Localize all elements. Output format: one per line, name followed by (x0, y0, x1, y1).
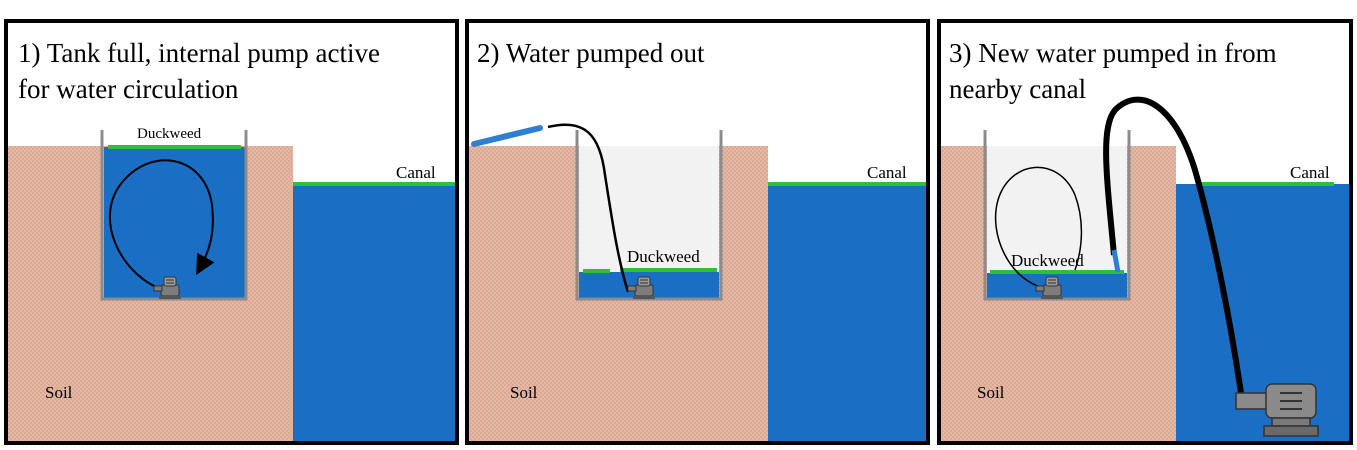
panel-1-canal-water (293, 184, 455, 441)
panel-3-title-line-1: 3) New water pumped in from (949, 38, 1277, 68)
panel-2-duckweed-label: Duckweed (627, 247, 700, 266)
panel-2-outlet-hose (547, 123, 630, 293)
panel-3-circulation-hose (994, 166, 1083, 289)
panel-3-soil-label: Soil (977, 383, 1005, 402)
panel-3: 3) New water pumped in from nearby canal… (937, 19, 1353, 445)
panel-3-duckweed-label: Duckweed (1011, 251, 1084, 270)
panel-1-canal-label: Canal (396, 163, 436, 182)
panel-2-hose-discharge (471, 125, 543, 147)
panel-1-title-line-1: 1) Tank full, internal pump active (18, 38, 380, 68)
panel-3-canal-label: Canal (1290, 163, 1330, 182)
panel-1-tank-water (104, 147, 245, 299)
panel-2-canal-label: Canal (867, 163, 907, 182)
panel-1: 1) Tank full, internal pump active for w… (4, 19, 459, 445)
panel-1-circulation-arrow (109, 159, 215, 288)
panel-3-title-line-2: nearby canal (949, 74, 1086, 104)
panel-3-inlet-hose (1103, 96, 1245, 401)
panel-1-duckweed-label: Duckweed (137, 126, 202, 142)
panel-2-canal-water (768, 184, 926, 441)
panel-2-title-line-1: 2) Water pumped out (477, 38, 705, 68)
panel-2-soil-label: Soil (510, 383, 538, 402)
panel-3-canal-pump-icon (1235, 383, 1319, 437)
panel-1-title-line-2: for water circulation (18, 74, 239, 104)
panel-2: 2) Water pumped out Duckweed Canal Soil (465, 19, 930, 445)
panel-1-soil-label: Soil (45, 383, 73, 402)
panel-2-tank-empty (579, 146, 719, 272)
panel-3-hose-water-inflow (1111, 249, 1121, 273)
